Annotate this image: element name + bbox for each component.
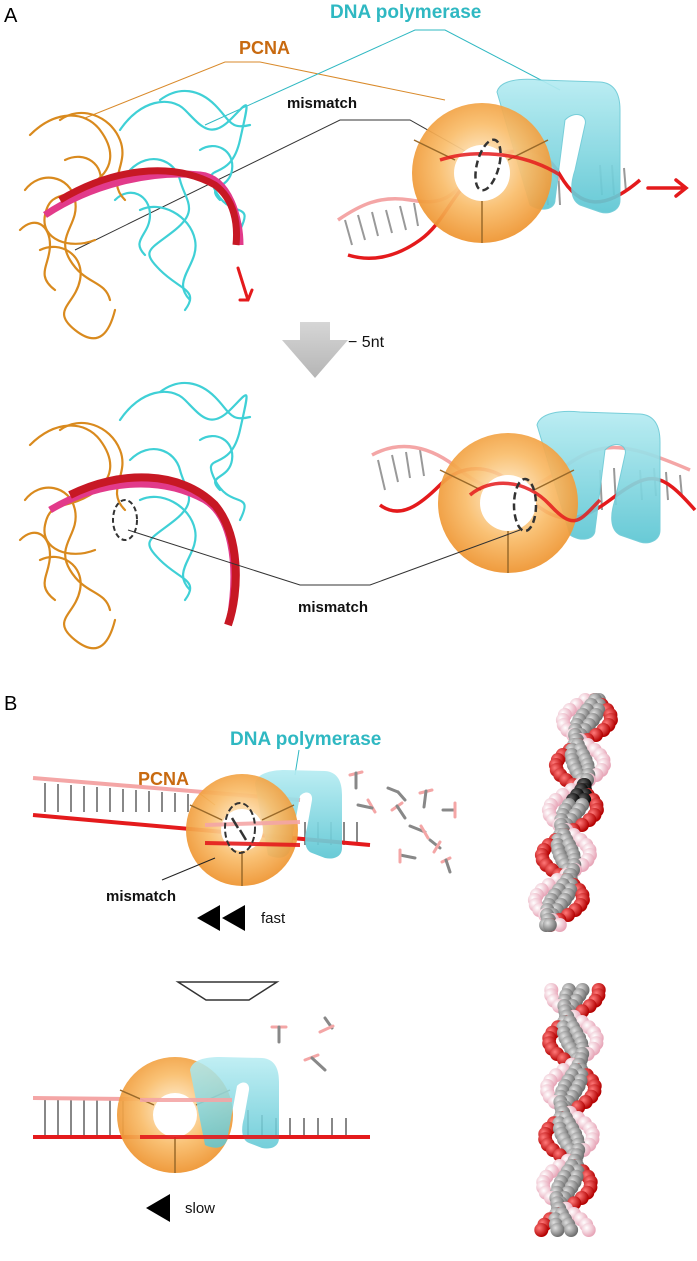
slow-label: slow <box>185 1200 215 1217</box>
mismatch-label-b: mismatch <box>106 888 176 905</box>
template-ribbon <box>68 473 240 627</box>
down-arrow-icon <box>282 322 348 378</box>
fast-arrows-icon <box>197 905 245 931</box>
title-pcna-b: PCNA <box>138 769 189 789</box>
fast-schematic: DNA polymerase PCNA <box>32 729 381 931</box>
mismatch-ellipse-top <box>474 138 502 192</box>
spacefill-dna-bottom <box>534 983 606 1237</box>
pcna-ring-icon <box>438 433 578 573</box>
pcna-ribbon-icon <box>18 421 127 650</box>
mismatch-bases <box>230 817 248 841</box>
mismatch-ellipse-fast <box>224 802 256 854</box>
free-nucleotides-bottom <box>270 1016 335 1072</box>
exit-arrow-top-right <box>646 178 689 198</box>
exit-arrow-top-left <box>236 266 254 302</box>
mismatch-ellipse-structure <box>112 499 138 541</box>
pcna-ring-icon <box>412 103 552 243</box>
mismatch-label-top: mismatch <box>287 95 357 112</box>
ribbon-structure-top <box>18 89 254 340</box>
title-dna-polymerase-top: DNA polymerase <box>330 2 481 23</box>
polymerase-ribbon-icon <box>118 381 252 602</box>
mismatch-ellipse-bottom <box>512 477 538 533</box>
atom-sphere <box>550 1223 565 1237</box>
atom-sphere <box>542 918 557 932</box>
fast-label: fast <box>261 910 286 927</box>
callout-lines-bottom <box>127 529 521 586</box>
outline-arrow-icon <box>175 981 280 1001</box>
pcna-ribbon-icon <box>18 111 127 340</box>
mismatch-label-bottom: mismatch <box>298 599 368 616</box>
ribbon-structure-bottom <box>18 381 252 650</box>
panel-label-b: B <box>4 693 17 715</box>
callout-mismatch-b <box>161 857 216 881</box>
slow-schematic: slow <box>32 1057 370 1222</box>
atom-sphere <box>552 918 567 932</box>
title-pcna-top: PCNA <box>239 38 290 58</box>
title-dna-polymerase-b: DNA polymerase <box>230 729 381 750</box>
polymerase-body <box>190 1057 279 1149</box>
slow-arrow-icon <box>146 1194 170 1222</box>
step-label: − 5nt <box>348 334 385 351</box>
panel-label-a: A <box>4 5 18 27</box>
polymerase-ribbon-icon <box>113 89 252 312</box>
cartoon-bottom <box>371 410 697 573</box>
free-nucleotides-top <box>348 770 457 874</box>
spacefill-dna-top <box>527 693 618 932</box>
template-ribbon <box>58 167 240 246</box>
cartoon-top <box>337 78 689 260</box>
atom-sphere <box>581 1223 596 1237</box>
step-arrow: − 5nt <box>282 322 385 378</box>
pcna-ring-icon <box>186 774 298 886</box>
atom-sphere <box>564 1223 579 1237</box>
atom-sphere <box>534 1223 549 1237</box>
